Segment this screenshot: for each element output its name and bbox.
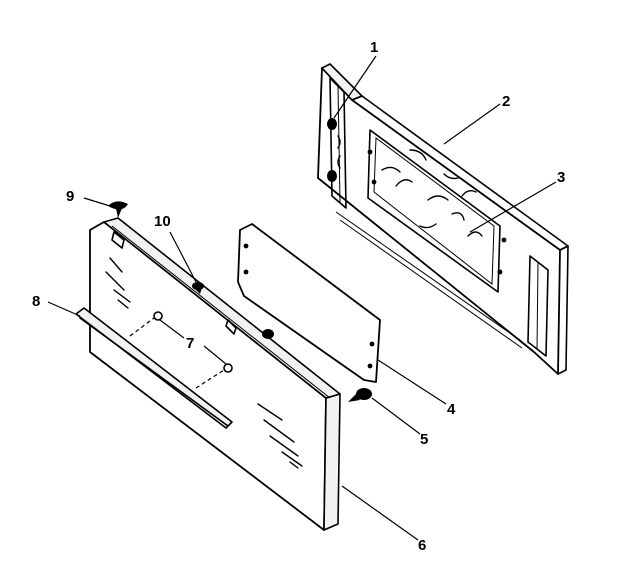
callout-2: 2	[502, 93, 510, 110]
callout-1: 1	[370, 39, 378, 56]
callout-5: 5	[420, 431, 428, 448]
callout-10: 10	[154, 213, 171, 230]
baffle-panel	[237, 223, 381, 383]
callout-7: 7	[186, 335, 194, 352]
callout-4: 4	[447, 401, 456, 418]
callout-labels: 1 2 3 4 5 6 7 8 9 10	[32, 39, 565, 554]
callout-6: 6	[418, 537, 426, 554]
callout-3: 3	[557, 169, 565, 186]
screw-5	[348, 388, 372, 402]
inner-door-panel	[317, 63, 569, 375]
screw-door-top	[262, 329, 274, 339]
screw-9	[108, 201, 128, 218]
screw-10	[192, 282, 204, 294]
callout-8: 8	[32, 293, 40, 310]
callout-9: 9	[66, 188, 74, 205]
door-trim-strip	[75, 307, 233, 429]
screws-7	[129, 311, 233, 389]
leader-lines	[47, 55, 557, 541]
outer-door-panel	[89, 217, 341, 531]
